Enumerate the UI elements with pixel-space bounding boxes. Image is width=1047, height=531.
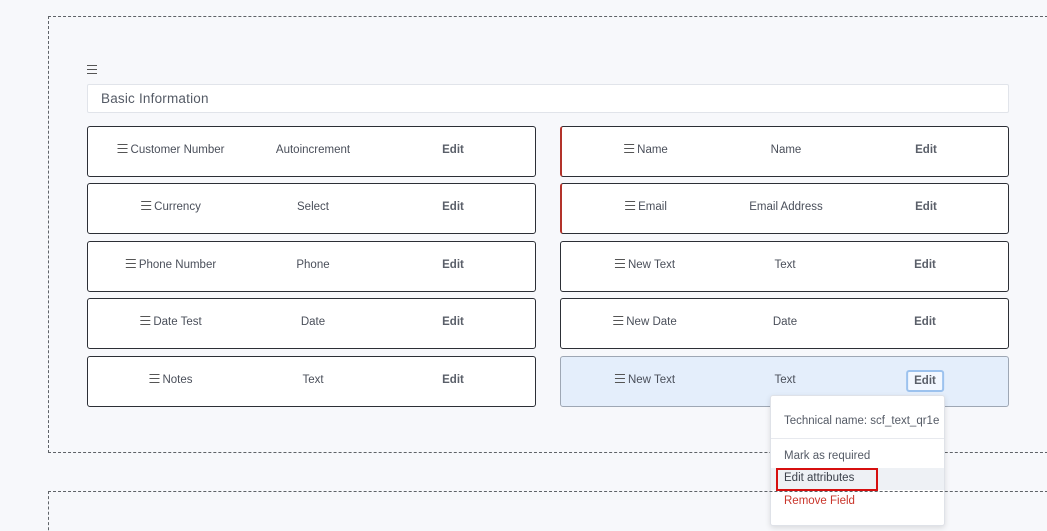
field-type: Select — [297, 201, 329, 213]
field-label: Currency — [141, 201, 201, 213]
drag-handle-icon[interactable] — [140, 316, 151, 326]
field-label: Email — [625, 201, 667, 213]
field-label: Notes — [149, 374, 193, 386]
drag-handle-icon[interactable] — [613, 316, 624, 326]
drag-handle-icon[interactable] — [614, 374, 625, 384]
section-drag-handle-icon[interactable] — [87, 65, 97, 74]
field-row-customer-number[interactable]: Customer Number Autoincrement Edit — [87, 126, 536, 177]
edit-attributes-item[interactable]: Edit attributes — [771, 468, 944, 490]
field-label: Date Test — [140, 316, 202, 328]
field-row-new-date[interactable]: New Date Date Edit — [560, 298, 1009, 349]
edit-button[interactable]: Edit — [915, 144, 937, 156]
field-type: Text — [774, 374, 796, 386]
edit-button[interactable]: Edit — [442, 201, 464, 213]
section-title-input[interactable]: Basic Information — [87, 84, 1009, 113]
field-label: Name — [624, 144, 668, 156]
edit-button[interactable]: Edit — [915, 201, 937, 213]
drag-handle-icon[interactable] — [625, 201, 636, 211]
field-type: Date — [772, 316, 798, 328]
field-type: Phone — [296, 259, 330, 271]
edit-button-focused[interactable]: Edit — [906, 370, 944, 392]
drag-handle-icon[interactable] — [614, 259, 625, 269]
edit-button[interactable]: Edit — [442, 316, 464, 328]
field-label: New Date — [613, 316, 677, 328]
drag-handle-icon[interactable] — [624, 144, 635, 154]
field-label: New Text — [614, 374, 675, 386]
field-row-phone-number[interactable]: Phone Number Phone Edit — [87, 241, 536, 292]
field-type: Autoincrement — [275, 144, 351, 156]
drag-handle-icon[interactable] — [125, 259, 136, 269]
dropdown-divider — [771, 438, 944, 439]
field-label: Customer Number — [117, 144, 224, 156]
field-options-dropdown: Technical name: scf_text_qr1e Mark as re… — [770, 395, 945, 526]
field-row-currency[interactable]: Currency Select Edit — [87, 183, 536, 234]
field-label: New Text — [614, 259, 675, 271]
form-section-next — [48, 491, 1047, 531]
drag-handle-icon[interactable] — [149, 374, 160, 384]
edit-button[interactable]: Edit — [442, 374, 464, 386]
form-section-basic-information: Basic Information — [48, 16, 1047, 453]
field-row-name[interactable]: Name Name Edit — [560, 126, 1009, 177]
drag-handle-icon[interactable] — [117, 144, 128, 154]
field-type: Text — [774, 259, 796, 271]
field-type: Email Address — [749, 201, 823, 213]
edit-button[interactable]: Edit — [914, 316, 936, 328]
edit-button[interactable]: Edit — [442, 144, 464, 156]
technical-name: Technical name: scf_text_qr1e — [784, 415, 940, 427]
field-row-new-text[interactable]: New Text Text Edit — [560, 241, 1009, 292]
edit-button[interactable]: Edit — [914, 259, 936, 271]
field-type: Date — [300, 316, 326, 328]
field-row-date-test[interactable]: Date Test Date Edit — [87, 298, 536, 349]
field-row-email[interactable]: Email Email Address Edit — [560, 183, 1009, 234]
field-row-notes[interactable]: Notes Text Edit — [87, 356, 536, 407]
field-type: Name — [770, 144, 802, 156]
edit-button[interactable]: Edit — [442, 259, 464, 271]
mark-as-required-item[interactable]: Mark as required — [784, 450, 871, 462]
drag-handle-icon[interactable] — [141, 201, 152, 211]
remove-field-item[interactable]: Remove Field — [784, 495, 855, 507]
field-label: Phone Number — [125, 259, 216, 271]
field-type: Text — [302, 374, 324, 386]
